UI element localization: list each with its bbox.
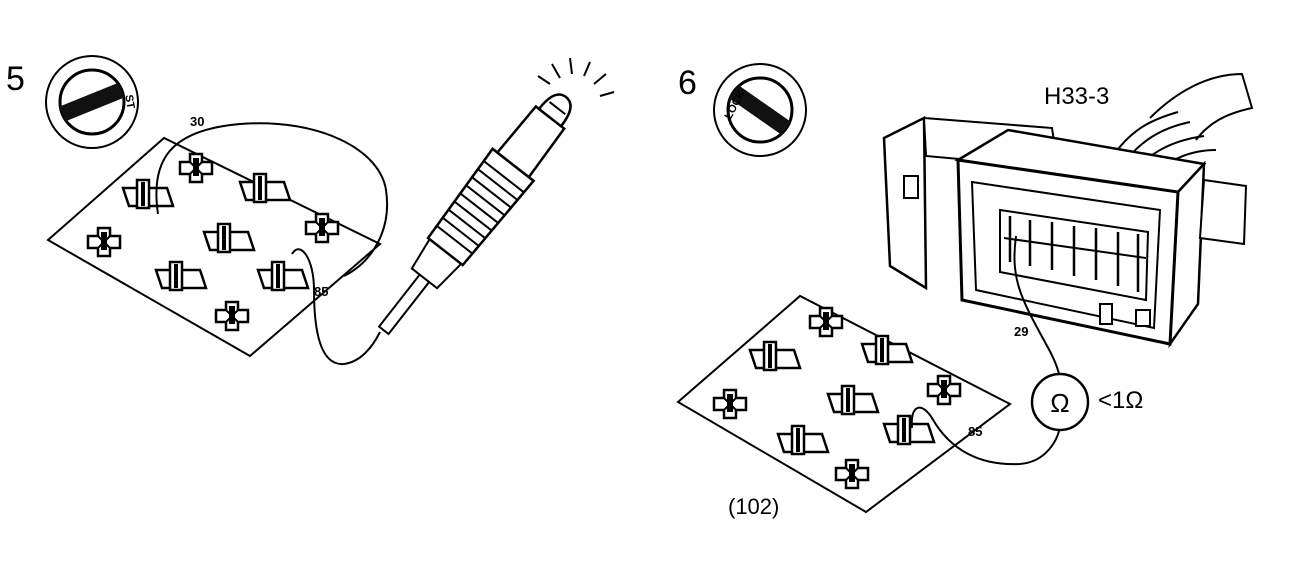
ohmmeter-wire-29 [1013,235,1061,379]
step-5-number: 5 [6,60,25,98]
pin-30-label: 30 [190,114,204,129]
switch-label-st: ST [122,94,136,110]
ohmmeter-wire-85 [910,406,1061,466]
connector-h33-3-icon [882,72,1254,349]
resistance-reading: <1Ω [1098,387,1143,414]
test-lamp-icon [377,93,572,336]
test-lamp-wire-85 [291,248,381,366]
test-lamp-wire-30 [155,122,389,277]
relay-box-6 [676,294,1012,514]
reference-number: (102) [728,494,779,519]
connector-label: H33-3 [1044,83,1109,110]
ignition-switch-lock-icon [713,63,807,157]
pin-85-label-6: 85 [968,424,982,439]
step-6-number: 6 [678,64,697,102]
ohm-symbol: Ω [1050,388,1069,418]
pin-29-label: 29 [1014,324,1028,339]
lamp-glow-icon [537,57,615,97]
pin-85-label: 85 [314,284,328,299]
relay-box-5 [46,136,382,358]
ignition-switch-st-icon [45,55,139,149]
ohmmeter-icon [1030,372,1090,432]
